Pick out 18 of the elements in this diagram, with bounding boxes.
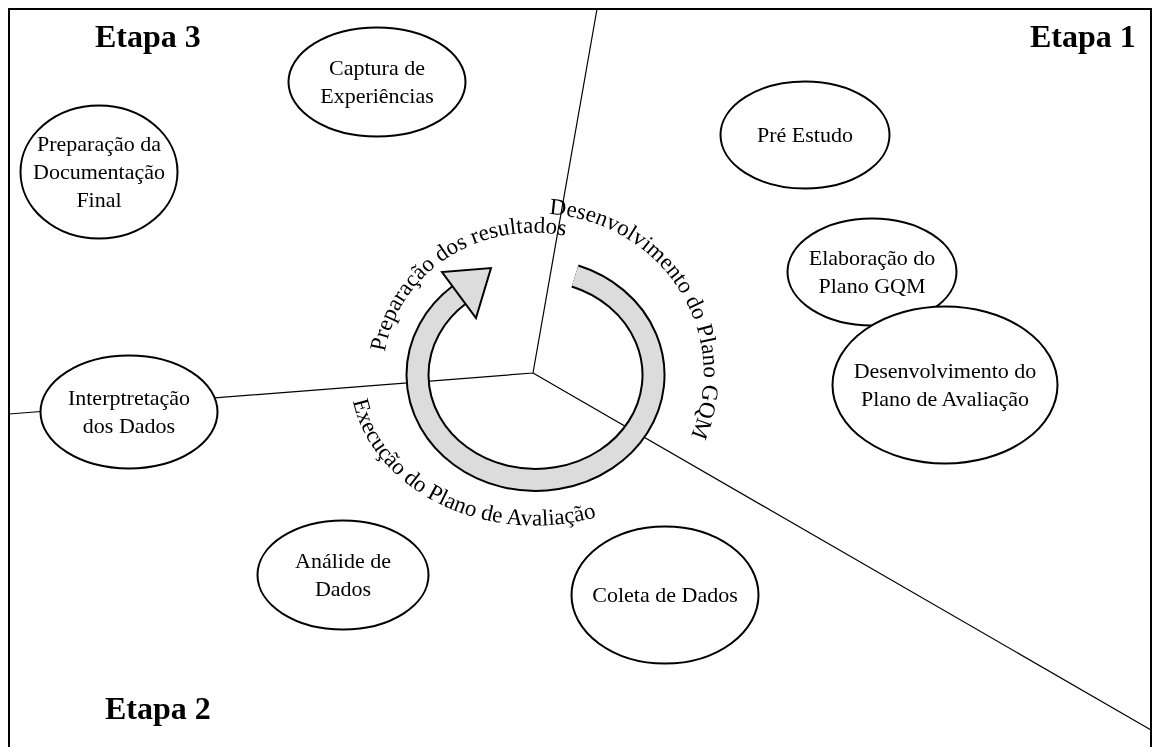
step-label: Interptretação dos Dados bbox=[66, 384, 192, 440]
process-ellipse bbox=[19, 104, 179, 240]
process-ellipse bbox=[256, 519, 430, 631]
stage-heading: Etapa 1 bbox=[1030, 18, 1136, 55]
process-ellipse bbox=[719, 80, 891, 190]
step-label: Coleta de Dados bbox=[591, 581, 739, 609]
step-label: Preparação da Documentação Final bbox=[32, 130, 166, 214]
process-ellipse bbox=[831, 305, 1059, 465]
stage-heading: Etapa 3 bbox=[95, 18, 201, 55]
process-ellipse bbox=[786, 217, 958, 327]
process-ellipse bbox=[39, 354, 219, 470]
step-label: Desenvolvimento do Plano de Avaliação bbox=[852, 357, 1038, 413]
step-label: Análide de Dados bbox=[294, 547, 392, 603]
step-label: Captura de Experiências bbox=[319, 54, 435, 110]
process-ellipse bbox=[287, 26, 467, 138]
step-label: Pré Estudo bbox=[756, 121, 854, 149]
step-label: Elaboração do Plano GQM bbox=[807, 244, 937, 300]
stage-heading: Etapa 2 bbox=[105, 690, 211, 727]
